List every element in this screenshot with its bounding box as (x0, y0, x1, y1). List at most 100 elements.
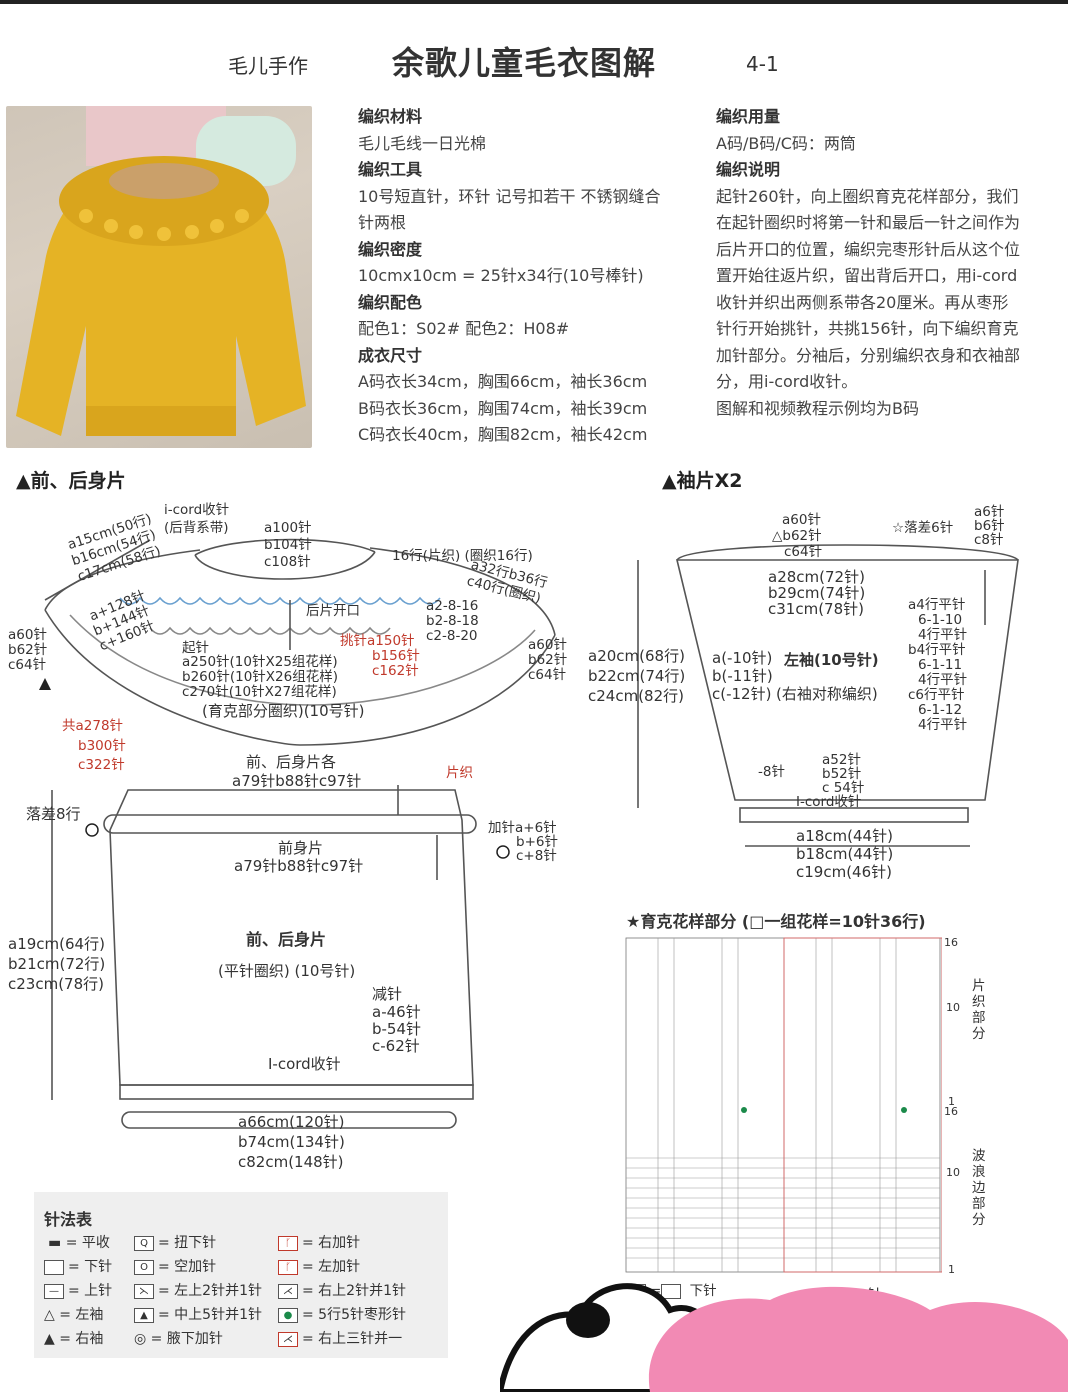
chart-num-10a: 10 (946, 1001, 960, 1014)
neck-st-b: b104针 (264, 537, 312, 553)
legend-cdd5: ▲= 中上5针并1针 (134, 1304, 262, 1324)
legend-underarm: ◎ = 腋下加针 (134, 1328, 223, 1348)
reduce-a: a-46针 (372, 1003, 421, 1021)
pick-up-c: c162针 (372, 663, 419, 679)
legend-text: = 左上2针并1针 (158, 1283, 262, 1299)
dec-b: b2-8-18 (426, 613, 479, 629)
instructions-text: 起针260针，向上圈织育克花样部分，我们在起针圈织时将第一针和最后一针之间作为后… (716, 186, 1021, 392)
cloud-sticker (500, 1283, 1068, 1392)
legend-text: = 右加针 (302, 1235, 361, 1251)
add-b: b+6针 (516, 834, 558, 850)
stitch-legend: 针法表 ▬ = 平收 Q= 扭下针 ᚴ= 右加针 = 下针 O= 空加针 ᚵ= … (34, 1192, 448, 1358)
legend-text: = 中上5针并1针 (158, 1307, 262, 1323)
sleeve-top-a: a60针 (782, 512, 821, 528)
front-piece: 前身片 (278, 839, 324, 857)
total-b: b300针 (78, 738, 126, 754)
chart-side-flat: 片织部分 (972, 978, 986, 1042)
color-value: 配色1：S02# 配色2：H08# (358, 319, 570, 338)
sleeve-cm-c: c31cm(78针) (768, 600, 864, 618)
instructions-heading: 编织说明 (716, 160, 781, 179)
back-opening: 后片开口 (306, 603, 360, 619)
tools-heading: 编织工具 (358, 160, 423, 179)
pick-up-a: 挑针a150针 (340, 633, 415, 649)
chart-legend-knit: 下针 (689, 1283, 717, 1299)
tools-value: 10号短直针，环针 记号扣若干 不锈钢缝合针两根 (358, 186, 661, 233)
add-c: c+8针 (516, 848, 557, 864)
sleeve-top-c: c64针 (784, 544, 823, 560)
brand-label: 毛儿手作 (228, 54, 308, 78)
pattern-chart (625, 937, 942, 1273)
legend-text: = 左加针 (302, 1259, 361, 1275)
total-a: 共a278针 (62, 718, 124, 734)
total-c: c322针 (78, 757, 125, 773)
purl-icon: — (44, 1283, 64, 1299)
chart-num-1a: 1 (948, 1095, 955, 1108)
twist-knit-icon: Q (134, 1235, 154, 1251)
sleeve-dec-b: b(-11针) (712, 667, 773, 685)
sleeve-drop: ☆落差6针 (892, 520, 954, 536)
gauge-value: 10cmx10cm = 25针x34行(10号棒针) (358, 266, 644, 285)
neck-st-a: a100针 (264, 520, 312, 536)
width-c: c82cm(148针) (238, 1153, 344, 1171)
body-title: 前、后身片 (246, 930, 327, 949)
width-a: a66cm(120针) (238, 1113, 345, 1131)
sleeve-len-a: a20cm(68行) (588, 647, 685, 665)
rows-16: 16行(片织) (圈织16行) (392, 548, 533, 564)
front-piece-st: a79针b88针c97针 (234, 857, 364, 875)
body-len-c: c23cm(78行) (8, 975, 104, 993)
icord-bottom: I-cord收针 (268, 1055, 341, 1073)
legend-text: = 腋下加针 (150, 1331, 223, 1347)
add-a: 加针a+6针 (488, 820, 557, 836)
legend-text: = 左袖 (59, 1307, 104, 1323)
flat-knit: 片织 (446, 765, 473, 781)
cuff-st-a: a52针 (822, 752, 861, 768)
pick-up-b: b156针 (372, 648, 420, 664)
underarm-circle-icon: ◎ (134, 1331, 147, 1347)
chart-side-wave: 波浪边部分 (972, 1148, 986, 1228)
left-st-a: a60针 (8, 627, 47, 643)
sleeve-drop-b: b6针 (974, 518, 1005, 534)
icord-top: i-cord收针 (164, 502, 230, 518)
color-heading: 编织配色 (358, 292, 423, 312)
legend-text: = 右袖 (59, 1331, 104, 1347)
sleeve-name: 左袖(10号针) (784, 651, 879, 669)
knit-icon (44, 1259, 64, 1275)
materials-column: 编织材料 毛儿毛线一日光棉 编织工具 10号短直针，环针 记号扣若干 不锈钢缝合… (358, 104, 688, 449)
cast-on-b: b260针(10针X26组花样) (182, 669, 338, 685)
page-number: 4-1 (746, 52, 779, 76)
left-increase-icon: ᚵ (278, 1259, 298, 1275)
cuff-cm-a: a18cm(44针) (796, 827, 893, 845)
legend-k2tog-left: ⋋= 左上2针并1针 (134, 1280, 262, 1300)
body-len-a: a19cm(64行) (8, 935, 105, 953)
legend-right-inc: ᚴ= 右加针 (278, 1232, 360, 1252)
right-st-c: c64针 (528, 667, 567, 683)
legend-yo: O= 空加针 (134, 1256, 216, 1276)
sleeve-mirror: (右袖对称编织) (776, 685, 878, 703)
yoke-note: (育克部分圈织)(10号针) (202, 702, 365, 720)
legend-knit: = 下针 (44, 1256, 112, 1276)
legend-twist-knit: Q= 扭下针 (134, 1232, 216, 1252)
cast-on-c: c270针(10针X27组花样) (182, 684, 337, 700)
reduce-label: 减针 (372, 985, 403, 1003)
legend-text: = 下针 (68, 1259, 113, 1275)
usage-value: A码/B码/C码：两筒 (716, 133, 856, 153)
size-b: B码衣长36cm，胸围74cm，袖长39cm (358, 398, 648, 418)
cuff-st-b: b52针 (822, 766, 862, 782)
sleeve-top-b: △b62针 (772, 528, 822, 544)
left-st-b: b62针 (8, 642, 48, 658)
sleeve-row-4: b4行平针 (908, 642, 966, 658)
size-heading: 成衣尺寸 (358, 345, 423, 365)
materials-value: 毛儿毛线一日光棉 (358, 133, 487, 153)
legend-text: = 平收 (65, 1235, 110, 1251)
each-piece: 前、后身片各 (246, 753, 337, 771)
instructions-note: 图解和视频教程示例均为B码 (716, 398, 919, 418)
legend-k2tog-right: ⋌= 右上2针并1针 (278, 1280, 406, 1300)
legend-right-sleeve: ▲ = 右袖 (44, 1328, 103, 1348)
right-increase-icon: ᚴ (278, 1235, 298, 1251)
sleeve-section-title: ▲袖片X2 (662, 470, 743, 492)
chart-num-10b: 10 (946, 1166, 960, 1179)
sleeve-drop-c: c8针 (974, 532, 1004, 548)
left-st-c: c64针 (8, 657, 47, 673)
chart-num-16b: 16 (944, 1105, 958, 1118)
cast-on-a: a250针(10针X25组花样) (182, 654, 338, 670)
